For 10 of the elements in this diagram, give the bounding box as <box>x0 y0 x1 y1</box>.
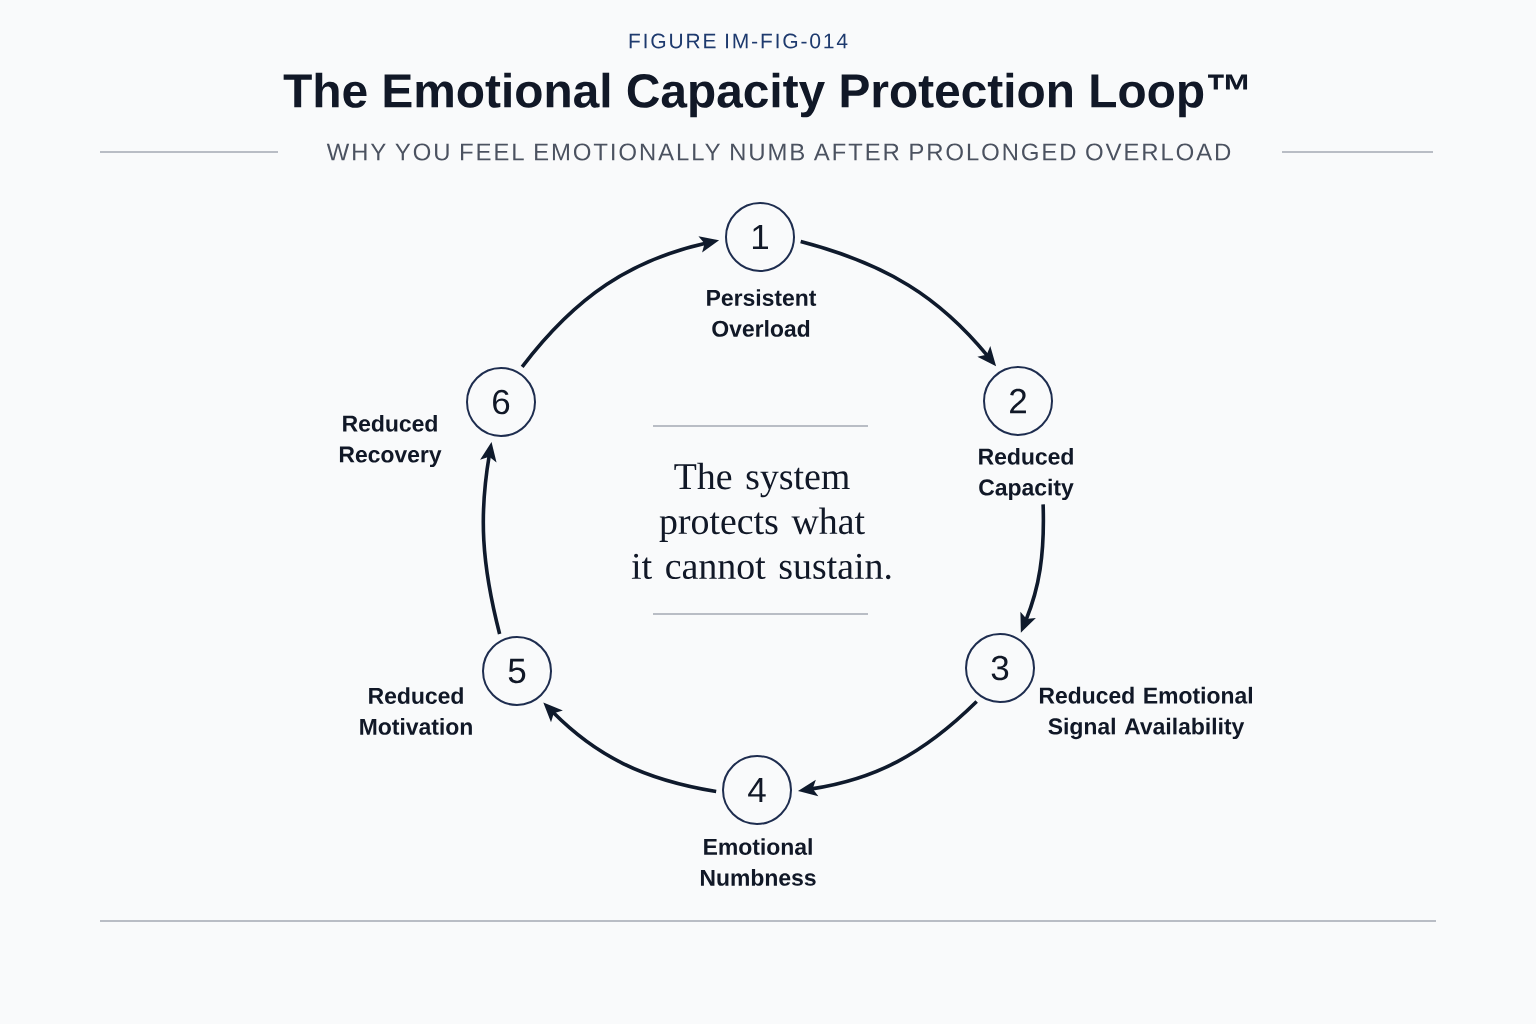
step-label: Reduced Emotional Signal Availability <box>1039 686 1252 740</box>
title: The Emotional Capacity Protection Loop™ <box>283 72 1248 118</box>
pull-quote: The system protects what it cannot sustain. <box>631 462 891 580</box>
step-label: Emotional Numbness <box>700 838 816 886</box>
figure-number: FIGURE IM-FIG-014 <box>629 33 848 49</box>
step-label: Persistent Overload <box>707 289 817 337</box>
step-label: Reduced Recovery <box>339 414 442 468</box>
subtitle: WHY YOU FEEL EMOTIONALLY NUMB AFTER PROLONGED OVERLOAD <box>326 143 1231 161</box>
step-label: Reduced Capacity <box>979 447 1074 501</box>
step-label: Reduced Motivation <box>360 687 472 735</box>
